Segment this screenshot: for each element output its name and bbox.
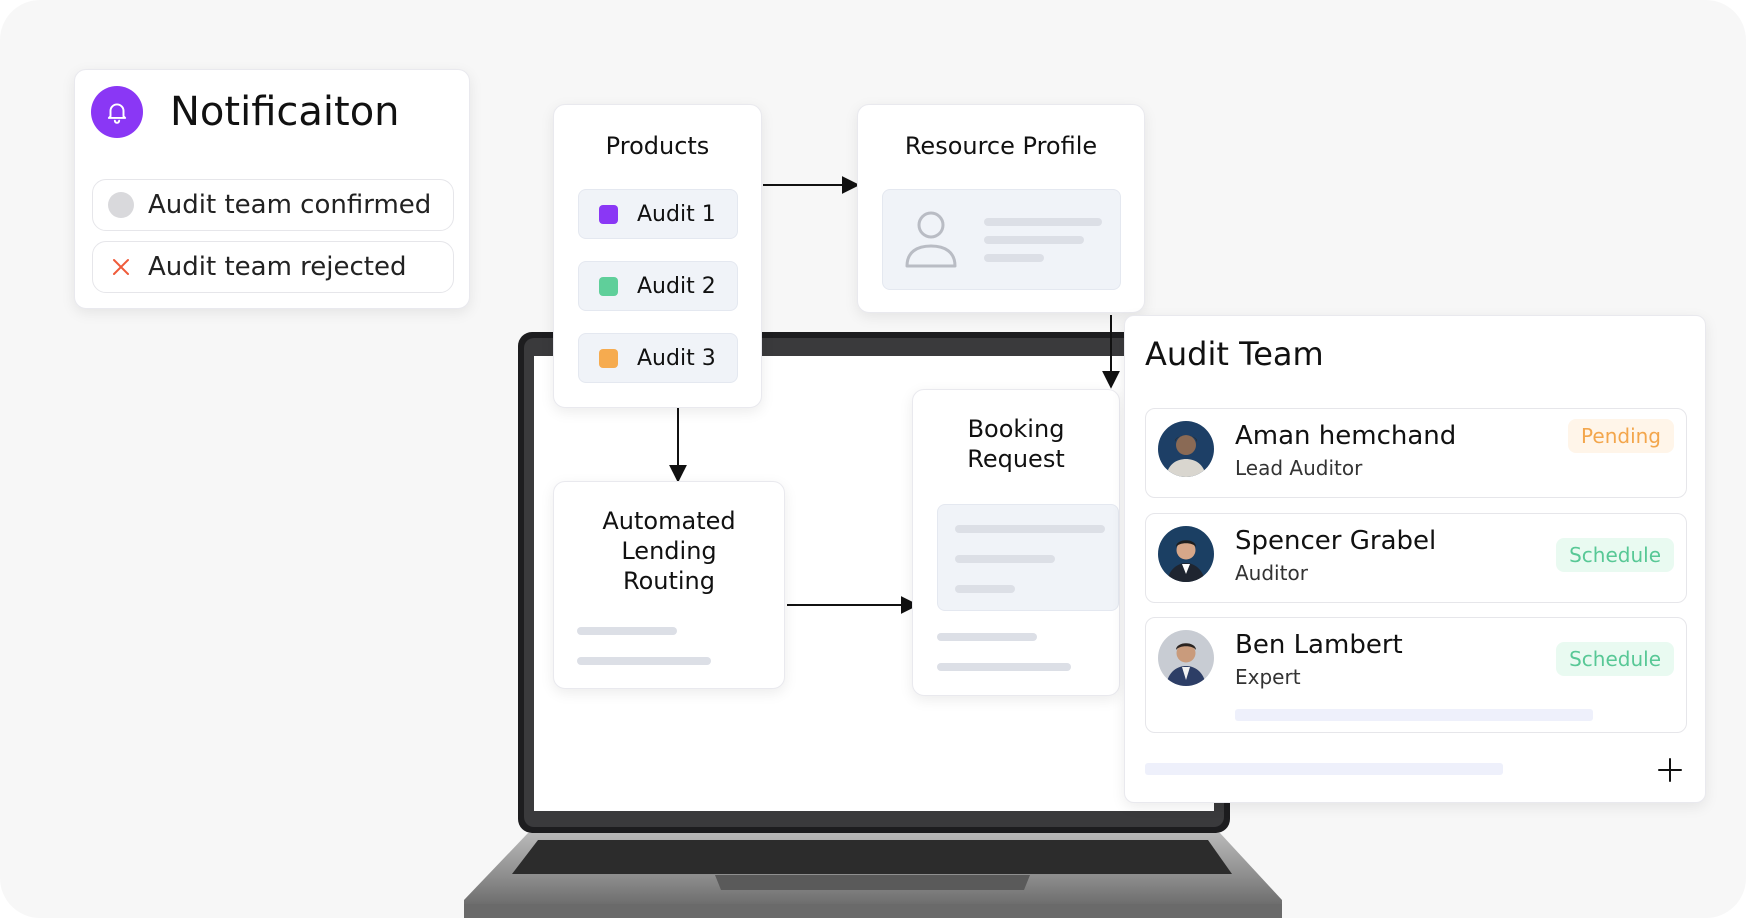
member-name: Ben Lambert — [1235, 630, 1403, 660]
products-title: Products — [605, 132, 710, 160]
placeholder-line — [937, 663, 1071, 671]
notification-title: Notificaiton — [170, 89, 400, 135]
notification-item-rejected[interactable]: Audit team rejected — [92, 241, 454, 293]
product-label: Audit 2 — [637, 273, 716, 299]
product-label: Audit 1 — [637, 201, 716, 227]
lending-title-line: Automated — [602, 507, 736, 535]
user-icon — [905, 211, 957, 268]
color-swatch-icon — [599, 276, 618, 296]
avatar — [1158, 526, 1214, 582]
color-swatch-icon — [599, 204, 618, 224]
placeholder-bar — [1235, 709, 1593, 721]
member-role: Expert — [1235, 665, 1301, 689]
placeholder-line — [984, 236, 1084, 244]
placeholder-line — [577, 657, 711, 665]
add-member-icon[interactable] — [1657, 757, 1683, 783]
audit-team-panel: Audit Team Aman hemchand Lead Auditor Pe… — [1124, 315, 1706, 803]
product-item-audit-2[interactable]: Audit 2 — [578, 261, 738, 311]
team-member-card[interactable]: Spencer Grabel Auditor Schedule — [1145, 513, 1687, 603]
notification-item-confirmed[interactable]: Audit team confirmed — [92, 179, 454, 231]
placeholder-line — [937, 633, 1037, 641]
placeholder-line — [984, 218, 1102, 226]
booking-title-line: Request — [967, 445, 1065, 473]
close-icon — [108, 254, 134, 280]
placeholder-line — [955, 555, 1055, 563]
team-member-card[interactable]: Aman hemchand Lead Auditor Pending — [1145, 408, 1687, 498]
product-item-audit-1[interactable]: Audit 1 — [578, 189, 738, 239]
audit-team-title: Audit Team — [1145, 335, 1324, 373]
product-label: Audit 3 — [637, 345, 716, 371]
avatar — [1158, 421, 1214, 477]
notification-item-label: Audit team rejected — [148, 252, 407, 282]
resource-profile-title: Resource Profile — [904, 132, 1098, 160]
booking-placeholder — [937, 504, 1119, 611]
placeholder-line — [984, 254, 1044, 262]
placeholder-line — [955, 585, 1015, 593]
product-item-audit-3[interactable]: Audit 3 — [578, 333, 738, 383]
placeholder-line — [955, 525, 1105, 533]
lending-title-line: Routing — [622, 567, 715, 595]
member-role: Auditor — [1235, 561, 1308, 585]
notification-item-label: Audit team confirmed — [148, 190, 432, 220]
status-badge[interactable]: Pending — [1568, 419, 1674, 453]
booking-title-line: Booking — [967, 415, 1065, 443]
bell-icon — [91, 86, 143, 138]
notification-card: Notificaiton Audit team confirmed Audit … — [74, 69, 470, 309]
resource-profile-node: Resource Profile — [857, 104, 1145, 313]
placeholder-line — [577, 627, 677, 635]
color-swatch-icon — [599, 348, 618, 368]
profile-placeholder — [882, 189, 1121, 290]
member-name: Spencer Grabel — [1235, 526, 1437, 556]
products-node: Products Audit 1 Audit 2 Audit 3 — [553, 104, 762, 408]
status-dot-icon — [108, 192, 134, 218]
booking-request-node: Booking Request — [912, 389, 1120, 696]
automated-lending-routing-node: Automated Lending Routing — [553, 481, 785, 689]
member-role: Lead Auditor — [1235, 456, 1363, 480]
status-badge[interactable]: Schedule — [1556, 538, 1674, 572]
team-member-card[interactable]: Ben Lambert Expert Schedule — [1145, 617, 1687, 733]
status-badge[interactable]: Schedule — [1556, 642, 1674, 676]
lending-title-line: Lending — [621, 537, 717, 565]
member-name: Aman hemchand — [1235, 421, 1457, 451]
placeholder-bar — [1145, 763, 1503, 775]
avatar — [1158, 630, 1214, 686]
